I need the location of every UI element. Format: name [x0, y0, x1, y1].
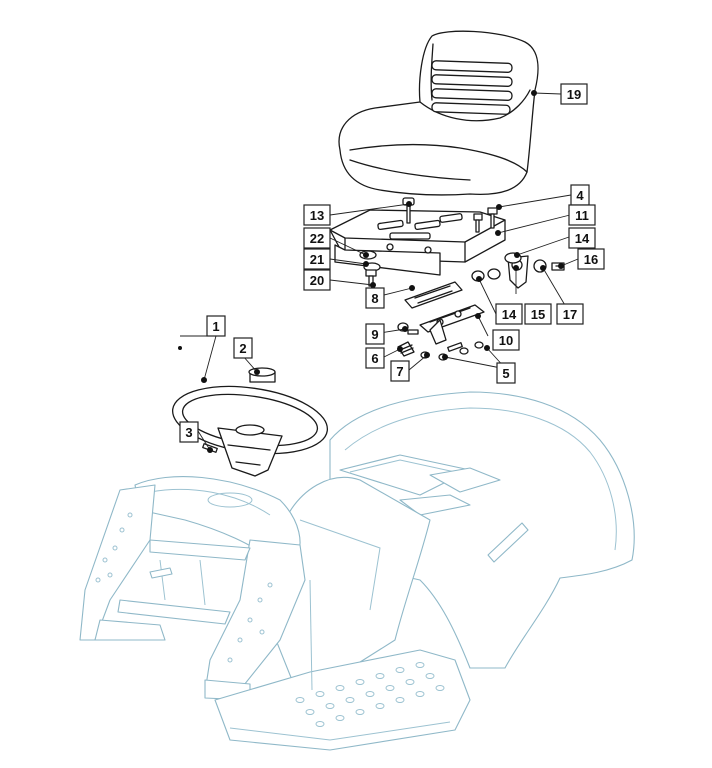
callout-3: 3: [179, 421, 199, 443]
tractor-body: [79, 391, 635, 751]
steering-wheel: [171, 385, 329, 477]
callout-5: 5: [496, 362, 516, 384]
callout-22: 22: [303, 227, 331, 249]
callout-21: 21: [303, 248, 331, 270]
svg-text:2: 2: [239, 341, 246, 356]
svg-text:4: 4: [576, 188, 584, 203]
svg-text:8: 8: [371, 291, 378, 306]
svg-text:19: 19: [567, 87, 581, 102]
hinge-bracket: [504, 252, 565, 289]
svg-text:3: 3: [185, 425, 192, 440]
svg-text:21: 21: [310, 252, 324, 267]
callout-15: 15: [524, 303, 552, 325]
slide-rails: [404, 281, 485, 345]
callout-4: 4: [570, 184, 590, 206]
callout-8: 8: [365, 287, 385, 309]
svg-text:9: 9: [371, 327, 378, 342]
callout-14-lower: 14: [495, 303, 523, 325]
svg-text:13: 13: [310, 208, 324, 223]
callout-20: 20: [303, 269, 331, 291]
svg-text:22: 22: [310, 231, 324, 246]
svg-text:16: 16: [584, 252, 598, 267]
steering-cap: [248, 367, 276, 383]
callout-2: 2: [233, 337, 253, 359]
svg-text:7: 7: [396, 364, 403, 379]
svg-text:20: 20: [310, 273, 324, 288]
svg-text:14: 14: [575, 231, 590, 246]
callout-16: 16: [577, 248, 605, 270]
seat: [338, 30, 539, 196]
callout-17: 17: [556, 303, 584, 325]
callout-13: 13: [303, 204, 331, 226]
svg-text:10: 10: [499, 333, 513, 348]
callout-6: 6: [365, 347, 385, 369]
svg-text:6: 6: [371, 351, 378, 366]
callout-7: 7: [390, 360, 410, 382]
svg-text:15: 15: [531, 307, 545, 322]
leader-dots: [178, 90, 564, 453]
svg-text:1: 1: [212, 319, 219, 334]
svg-text:5: 5: [502, 366, 509, 381]
svg-text:14: 14: [502, 307, 517, 322]
svg-text:11: 11: [575, 208, 589, 223]
svg-text:17: 17: [563, 307, 577, 322]
seat-plate: [329, 209, 506, 276]
callout-14-upper: 14: [568, 227, 596, 249]
callout-1: 1: [206, 315, 226, 337]
bolt-4: [473, 207, 498, 233]
callout-11: 11: [568, 204, 596, 226]
callout-10: 10: [492, 329, 520, 351]
callout-19: 19: [560, 83, 588, 105]
callout-9: 9: [365, 323, 385, 345]
